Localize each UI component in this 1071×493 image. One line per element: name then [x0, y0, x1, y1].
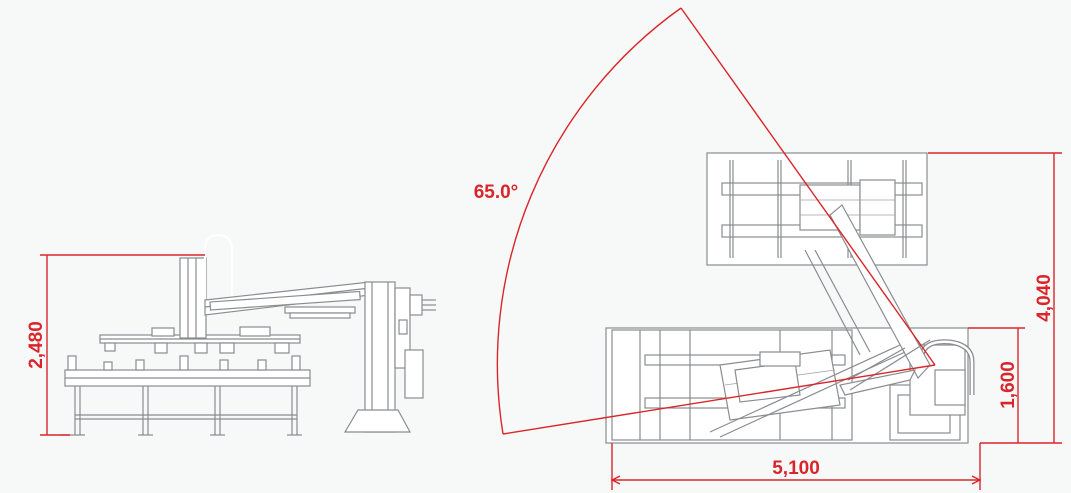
height-dimension-bottom: 1,600	[968, 327, 1025, 443]
height-dimension-top: 4,040	[928, 152, 1062, 444]
plan-view-upper-gripper	[706, 152, 928, 266]
arm-upper-position	[829, 204, 931, 380]
pillar	[364, 281, 396, 433]
plan-view-arm	[709, 204, 931, 438]
width-dimension-bottom: 5,100	[610, 443, 982, 490]
height-bottom-label: 1,600	[998, 361, 1019, 409]
swing-angle-label: 65.0°	[474, 182, 519, 203]
side-view-machine	[60, 233, 436, 436]
swing-angle-dimension: 65.0°	[474, 7, 936, 435]
height-side-label: 2,480	[26, 321, 47, 369]
cable-carrier	[204, 234, 233, 305]
width-bottom-label: 5,100	[772, 458, 820, 479]
height-top-label: 4,040	[1034, 274, 1055, 322]
height-dimension-side: 2,480	[26, 254, 205, 436]
